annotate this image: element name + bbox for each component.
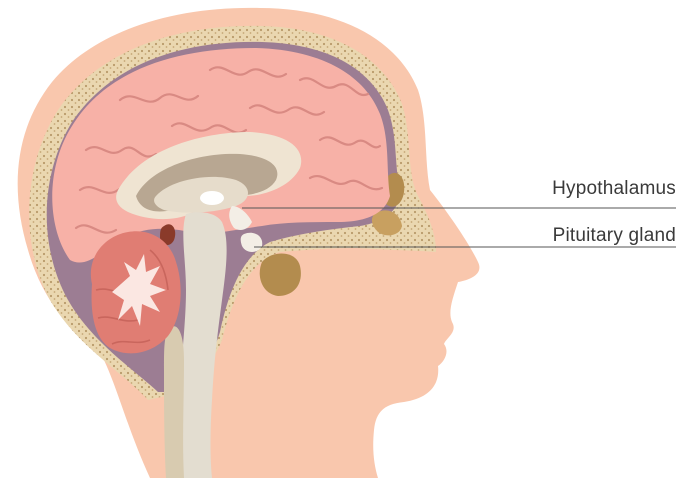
pituitary-gland-label: Pituitary gland — [553, 225, 676, 247]
hypothalamus-label: Hypothalamus — [552, 178, 676, 200]
